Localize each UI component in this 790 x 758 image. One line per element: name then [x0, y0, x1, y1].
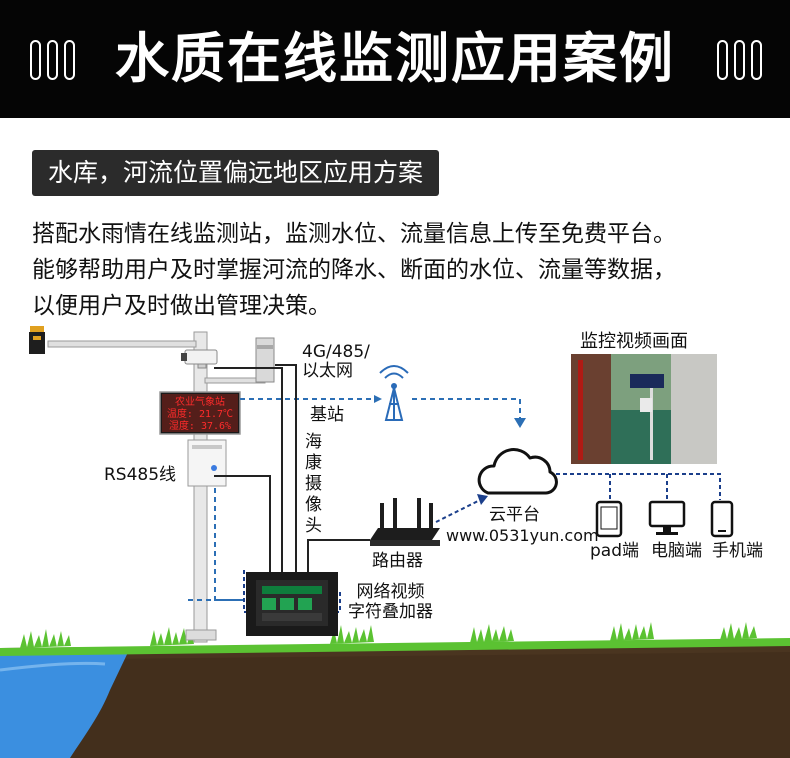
warning-light-icon: [29, 326, 45, 354]
led-line1: 温度: 21.7℃: [167, 407, 233, 420]
network-link: [243, 473, 721, 613]
cloud-icon: [477, 448, 558, 495]
pole-base: [185, 629, 217, 641]
page-title: 水质在线监测应用案例: [115, 27, 675, 90]
system-diagram: 农业气象站 温度: 21.7℃ 湿度: 37.6%: [0, 326, 790, 758]
banner-decoration-left: [30, 40, 75, 80]
base-station-icon: [379, 365, 409, 421]
pad-icon: [595, 500, 623, 538]
wireless-link: [188, 398, 521, 601]
led-title: 农业气象站: [175, 395, 225, 408]
base-station-label: 基站: [310, 405, 344, 425]
pc-label: 电脑端: [651, 541, 702, 561]
rs485-label: RS485线: [104, 465, 177, 485]
network-label: 4G/485/ 以太网: [302, 342, 370, 381]
control-box: [187, 439, 227, 487]
banner-decoration-right: [717, 40, 762, 80]
led-line2: 湿度: 37.6%: [169, 419, 231, 432]
overlay-device: [246, 572, 338, 636]
pad-label: pad端: [590, 541, 639, 561]
description-line: 能够帮助用户及时掌握河流的降水、断面的水位、流量等数据，: [32, 257, 676, 283]
cable: [214, 364, 370, 578]
overlay-label: 网络视频 字符叠加器: [348, 582, 433, 622]
pole-arm: [47, 340, 197, 348]
router-label: 路由器: [372, 551, 423, 571]
router-icon: [370, 498, 440, 546]
cloud-label: 云平台: [489, 505, 540, 525]
arrow-head: [374, 395, 382, 403]
phone-icon: [710, 500, 734, 538]
monitor-title: 监控视频画面: [580, 331, 688, 352]
header-banner: 水质在线监测应用案例: [0, 0, 790, 118]
description-line: 以便用户及时做出管理决策。: [32, 293, 331, 319]
monitor-video-image: [571, 354, 717, 464]
camera-icon: [181, 349, 218, 369]
arrow-head: [477, 494, 488, 505]
camera-label: 海康摄像头: [305, 432, 322, 536]
water-highlight: [0, 661, 106, 672]
section-tag: 水库，河流位置偏远地区应用方案: [32, 150, 440, 196]
description: 搭配水雨情在线监测站，监测水位、流量信息上传至免费平台。 能够帮助用户及时掌握河…: [32, 216, 772, 324]
pc-icon: [648, 500, 686, 535]
led-display: 农业气象站 温度: 21.7℃ 湿度: 37.6%: [159, 391, 241, 435]
water: [0, 648, 130, 758]
description-line: 搭配水雨情在线监测站，监测水位、流量信息上传至免费平台。: [32, 221, 676, 247]
website-label[interactable]: www.0531yun.com: [446, 526, 599, 545]
phone-label: 手机端: [712, 541, 763, 561]
rain-gauge-icon: [255, 337, 275, 383]
arrow-head: [514, 418, 526, 428]
ground-texture: [0, 652, 790, 758]
grass: [0, 622, 790, 656]
